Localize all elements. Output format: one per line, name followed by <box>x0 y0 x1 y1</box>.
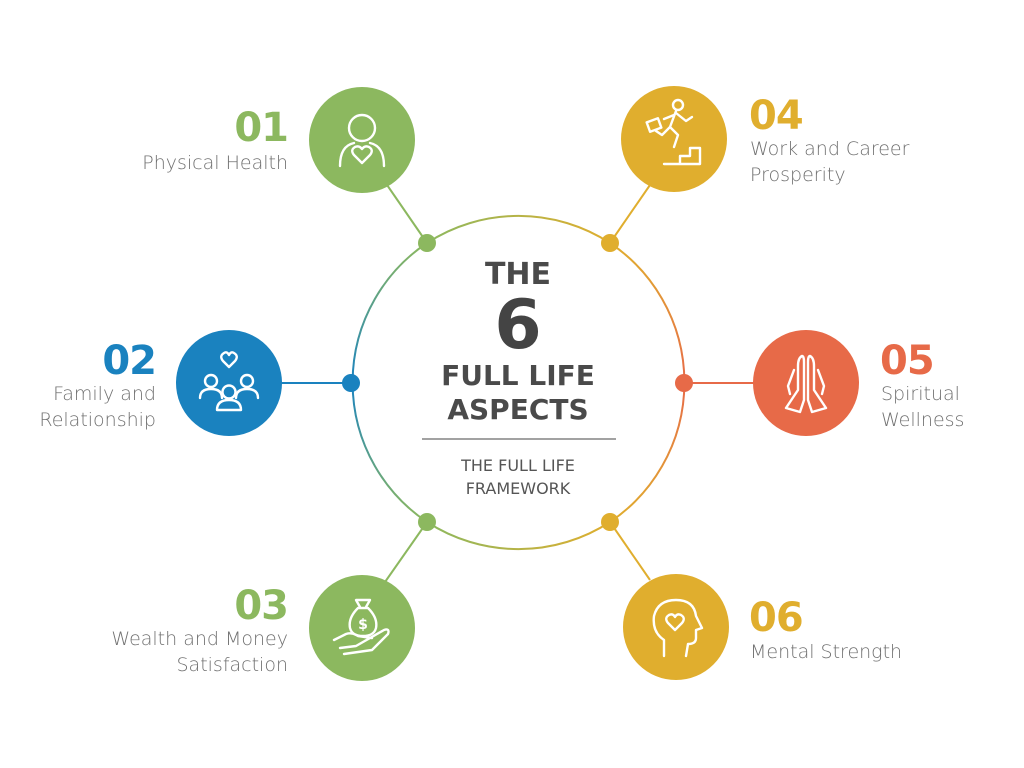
family-icon <box>198 351 260 412</box>
aspect-label-05-line2: Wellness <box>881 409 965 431</box>
aspect-label-01: Physical Health <box>142 152 288 174</box>
center-title-full-life: FULL LIFE <box>441 359 595 392</box>
ring-dot-03 <box>418 513 436 531</box>
aspect-node-01 <box>309 87 415 193</box>
aspect-number-04: 04 <box>749 93 804 139</box>
aspect-label-03-line1: Wealth and Money <box>111 628 288 650</box>
center-title-the: THE <box>484 257 552 292</box>
connector-06 <box>609 521 651 581</box>
center-subtitle-line2: FRAMEWORK <box>465 479 571 498</box>
ring-arc-top <box>426 214 611 244</box>
aspect-node-03: $ <box>309 575 415 681</box>
head-heart-icon <box>652 598 704 658</box>
ring-dot-01 <box>418 234 436 252</box>
center-title-aspects: ASPECTS <box>447 393 589 426</box>
ring-dot-04 <box>601 234 619 252</box>
aspect-label-02-line1: Family and <box>53 383 156 405</box>
aspect-label-02-line2: Relationship <box>39 409 156 431</box>
aspect-label-04-line2: Prosperity <box>750 164 846 186</box>
connectors <box>281 181 756 583</box>
dollar-sign: $ <box>358 617 368 633</box>
aspect-node-02 <box>176 330 282 436</box>
climbing-stairs-icon <box>645 98 702 166</box>
ring-arc-bottom <box>426 521 611 551</box>
aspect-number-03: 03 <box>234 583 289 629</box>
center-title-number: 6 <box>494 286 542 365</box>
money-bag-hand-icon <box>332 598 390 656</box>
aspect-label-03-line2: Satisfaction <box>176 654 288 676</box>
ring-dot-02 <box>342 374 360 392</box>
center-subtitle-line1: THE FULL LIFE <box>461 456 575 475</box>
connector-04 <box>609 184 651 244</box>
ring-dot-05 <box>675 374 693 392</box>
aspect-node-06 <box>623 574 729 680</box>
connector-03 <box>384 521 428 583</box>
aspect-number-06: 06 <box>749 595 804 641</box>
aspect-number-01: 01 <box>234 105 289 151</box>
aspect-label-05-line1: Spiritual <box>881 383 960 405</box>
aspect-node-04 <box>621 86 727 192</box>
aspect-label-04-line1: Work and Career <box>750 138 910 160</box>
ring-dot-06 <box>601 513 619 531</box>
aspect-node-05 <box>753 330 859 436</box>
aspect-number-02: 02 <box>102 338 157 384</box>
aspect-label-06: Mental Strength <box>750 641 903 663</box>
person-heart-icon <box>338 113 386 168</box>
ring-dots <box>342 234 693 531</box>
aspect-number-05: 05 <box>880 338 935 384</box>
praying-hands-icon <box>784 354 828 414</box>
connector-01 <box>384 181 428 244</box>
